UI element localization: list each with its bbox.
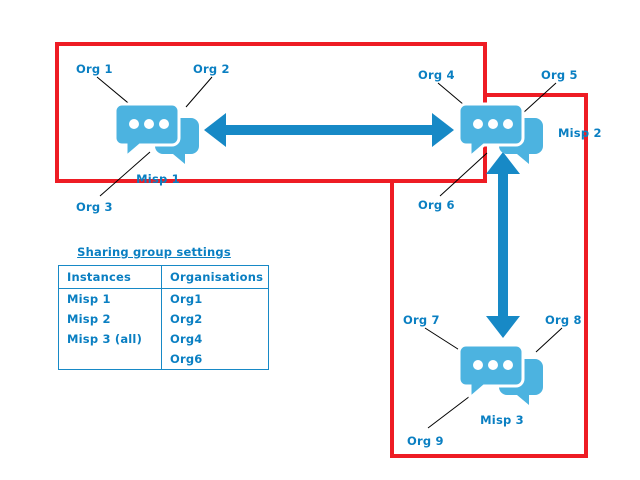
table-row: Misp 2 Org2 — [58, 309, 269, 329]
table-row: Org6 — [58, 349, 269, 370]
org-label-org4: Org 4 — [418, 68, 455, 82]
sharing-group-settings-title: Sharing group settings — [77, 245, 231, 259]
org-label-org8: Org 8 — [545, 313, 582, 327]
column-header-organisations: Organisations — [161, 265, 269, 289]
table-row: Misp 3 (all) Org4 — [58, 329, 269, 349]
column-header-instances: Instances — [58, 265, 162, 289]
node-label-misp2: Misp 2 — [558, 126, 602, 140]
table-header-row: Instances Organisations — [58, 265, 269, 289]
cell-organisation: Org6 — [161, 349, 269, 370]
node-misp3[interactable]: Misp 3 — [452, 337, 552, 427]
org-label-org9: Org 9 — [407, 434, 444, 448]
cell-instance: Misp 2 — [58, 309, 162, 329]
org-label-org7: Org 7 — [403, 313, 440, 327]
chat-bubbles-icon — [113, 102, 199, 164]
chat-bubbles-icon — [457, 343, 543, 405]
node-misp2[interactable]: Misp 2 — [452, 96, 601, 186]
cell-organisation: Org2 — [161, 309, 269, 329]
cell-organisation: Org1 — [161, 288, 269, 309]
sharing-group-settings: Sharing group settings Instances Organis… — [58, 245, 269, 370]
chat-bubbles-icon — [457, 102, 543, 164]
cell-instance: Misp 3 (all) — [58, 329, 162, 349]
org-label-org6: Org 6 — [418, 198, 455, 212]
org-label-org3: Org 3 — [76, 200, 113, 214]
node-misp1[interactable]: Misp 1 — [108, 96, 208, 186]
org-label-org2: Org 2 — [193, 62, 230, 76]
sharing-group-settings-table: Instances Organisations Misp 1 Org1 Misp… — [58, 265, 269, 370]
cell-instance — [58, 349, 162, 370]
cell-organisation: Org4 — [161, 329, 269, 349]
table-row: Misp 1 Org1 — [58, 288, 269, 309]
node-label-misp3: Misp 3 — [480, 413, 524, 427]
org-label-org1: Org 1 — [76, 62, 113, 76]
node-label-misp1: Misp 1 — [136, 172, 180, 186]
org-label-org5: Org 5 — [541, 68, 578, 82]
cell-instance: Misp 1 — [58, 288, 162, 309]
